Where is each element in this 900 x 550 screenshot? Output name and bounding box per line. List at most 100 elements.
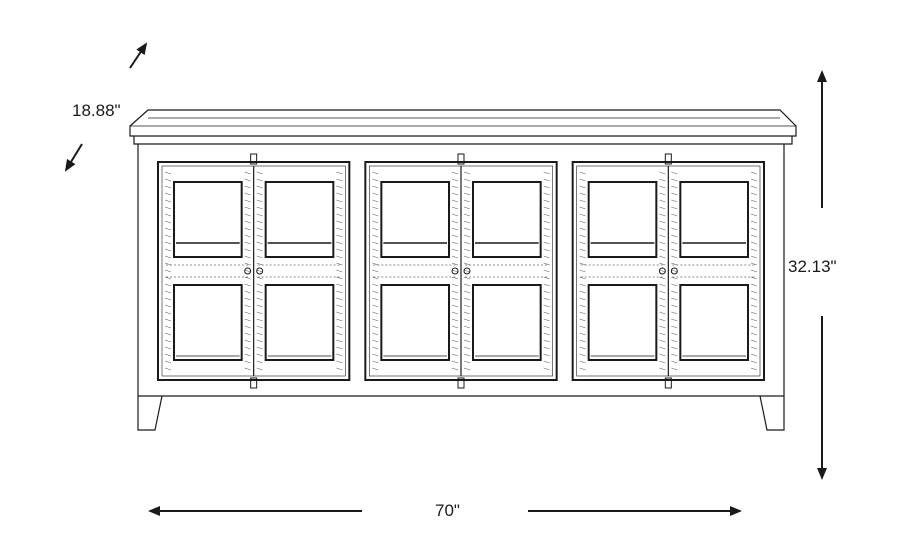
wood-texture (451, 276, 459, 280)
wood-texture (164, 171, 172, 175)
wood-texture (244, 290, 251, 294)
wood-texture (579, 234, 586, 238)
wood-texture (579, 353, 586, 357)
wood-texture (463, 290, 471, 294)
wood-texture (451, 255, 459, 259)
wood-texture (336, 206, 343, 210)
wood-texture (463, 367, 471, 371)
wood-texture (336, 234, 343, 238)
wood-texture (543, 304, 550, 308)
wood-texture (244, 234, 251, 238)
wood-texture (336, 360, 343, 364)
cabinet-section-2 (364, 161, 558, 381)
wood-texture (659, 269, 666, 273)
wood-texture (463, 311, 471, 315)
wood-texture (463, 206, 471, 210)
wood-texture (750, 276, 758, 280)
door-knob (244, 267, 252, 275)
wood-texture (372, 318, 379, 322)
wood-texture (451, 248, 459, 252)
wood-texture (372, 269, 379, 273)
wood-texture (164, 206, 172, 210)
wood-texture (372, 283, 379, 287)
wood-texture (579, 255, 586, 259)
wood-texture (451, 241, 459, 245)
wood-texture (750, 206, 758, 210)
wood-texture (579, 199, 586, 203)
wood-texture (750, 304, 758, 308)
wood-texture (372, 346, 379, 350)
wood-texture (256, 220, 263, 224)
wood-texture (372, 367, 379, 371)
wood-texture (659, 227, 666, 231)
wood-texture (244, 199, 251, 203)
wood-texture (463, 241, 471, 245)
wood-texture (164, 192, 172, 196)
wood-texture (164, 360, 172, 364)
wood-texture (164, 276, 172, 280)
wood-texture (543, 276, 550, 280)
wood-texture (750, 367, 758, 371)
wood-texture (750, 248, 758, 252)
wood-texture (164, 346, 172, 350)
wood-texture (372, 255, 379, 259)
wood-texture (336, 220, 343, 224)
wood-texture (750, 185, 758, 189)
wood-texture (671, 234, 678, 238)
wood-texture (671, 297, 678, 301)
wood-texture (372, 248, 379, 252)
wood-texture (164, 290, 172, 294)
wood-texture (244, 311, 251, 315)
wood-texture (659, 304, 666, 308)
wood-texture (463, 276, 471, 280)
wood-texture (463, 262, 471, 266)
wood-texture (463, 220, 471, 224)
wood-texture (671, 353, 678, 357)
wood-texture (336, 227, 343, 231)
wood-texture (451, 332, 459, 336)
wood-texture (750, 220, 758, 224)
wood-texture (750, 227, 758, 231)
wood-texture (164, 255, 172, 259)
wood-texture (659, 325, 666, 329)
wood-texture (451, 297, 459, 301)
sideboard-apron (133, 136, 793, 145)
wood-texture (463, 269, 471, 273)
wood-texture (256, 206, 263, 210)
wood-texture (750, 269, 758, 273)
wood-texture (451, 234, 459, 238)
wood-texture (372, 290, 379, 294)
wood-texture (543, 367, 550, 371)
glass-pane (173, 181, 243, 258)
wood-texture (164, 325, 172, 329)
wood-texture (336, 367, 343, 371)
wood-texture (671, 367, 678, 371)
wood-texture (256, 325, 263, 329)
wood-texture (671, 206, 678, 210)
wood-texture (659, 213, 666, 217)
wood-texture (244, 297, 251, 301)
wood-texture (244, 241, 251, 245)
wood-texture (671, 241, 678, 245)
wood-texture (543, 227, 550, 231)
wood-texture (451, 206, 459, 210)
wood-texture (451, 227, 459, 231)
wood-texture (451, 339, 459, 343)
wood-texture (244, 367, 251, 371)
wood-texture (256, 290, 263, 294)
right-leg (759, 395, 785, 431)
wood-texture (164, 297, 172, 301)
wood-texture (451, 220, 459, 224)
hinge (457, 153, 465, 165)
wood-texture (543, 297, 550, 301)
wood-texture (244, 318, 251, 322)
wood-texture (372, 171, 379, 175)
wood-texture (372, 297, 379, 301)
hinge (457, 377, 465, 389)
wood-texture (659, 360, 666, 364)
wood-texture (244, 360, 251, 364)
wood-texture (543, 311, 550, 315)
wood-texture (256, 339, 263, 343)
wood-texture (256, 241, 263, 245)
